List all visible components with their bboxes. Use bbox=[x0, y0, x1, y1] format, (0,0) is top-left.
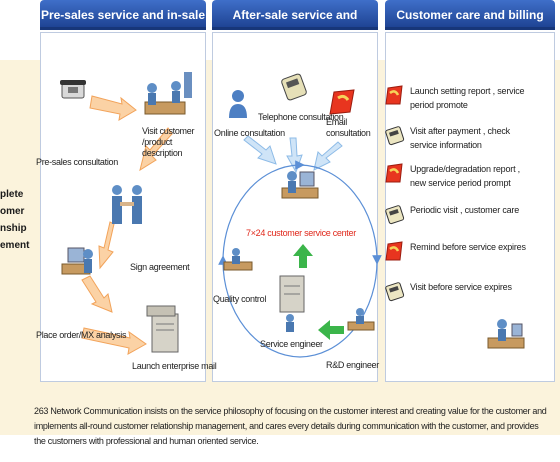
care-item-6: Visit before service expires bbox=[384, 280, 534, 302]
rd-engineer-label: R&D engineer bbox=[326, 360, 379, 370]
footer-description: 263 Network Communication insists on the… bbox=[34, 406, 547, 446]
sign-agreement-label: Sign agreement bbox=[130, 262, 190, 272]
side-title-line-2: omer bbox=[0, 206, 25, 217]
email-icon bbox=[329, 89, 355, 115]
service-center-agent-icon bbox=[281, 171, 319, 199]
care-agent-desk-icon bbox=[487, 319, 525, 349]
launch-mail-label: Launch enterprise mail bbox=[132, 361, 217, 371]
green-up-arrow-icon bbox=[293, 244, 313, 268]
handshake-people-icon bbox=[112, 185, 142, 224]
side-title-line-1: plete bbox=[0, 189, 24, 200]
telephone-icon bbox=[385, 205, 405, 225]
online-consultation-label: Online consultation bbox=[214, 128, 285, 138]
care-item-1: Launch setting report , service period p… bbox=[384, 84, 534, 112]
telephone-consultation-label: Telephone consultation bbox=[258, 112, 344, 122]
place-order-label: Place order/MX analysis bbox=[36, 330, 127, 340]
column-customer-care bbox=[385, 32, 555, 382]
red-document-icon bbox=[385, 163, 403, 183]
care-item-3-text: Upgrade/degradation report , new service… bbox=[410, 164, 520, 188]
care-item-4-text: Periodic visit , customer care bbox=[410, 205, 520, 215]
telephone-icon bbox=[281, 73, 307, 101]
telephone-icon bbox=[385, 126, 405, 146]
red-document-icon bbox=[385, 85, 403, 105]
person-icon bbox=[229, 90, 247, 118]
presales-flow-arrows bbox=[81, 95, 173, 355]
server-icon bbox=[146, 305, 179, 353]
consultation-blue-arrows bbox=[243, 135, 343, 174]
red-document-icon bbox=[385, 241, 403, 261]
care-item-6-text: Visit before service expires bbox=[410, 282, 512, 292]
green-left-arrow-icon bbox=[318, 320, 344, 340]
visit-customer-label: Visit customer /product description bbox=[142, 126, 195, 158]
service-engineer-label: Service engineer bbox=[260, 339, 323, 349]
service-center-label: 7×24 customer service center bbox=[246, 228, 356, 238]
care-item-4: Periodic visit , customer care bbox=[384, 203, 534, 225]
care-item-2-text: Visit after payment , check service info… bbox=[410, 126, 510, 150]
care-item-1-text: Launch setting report , service period p… bbox=[410, 86, 525, 110]
rd-engineer-icon bbox=[347, 308, 375, 331]
quality-control-agent-icon bbox=[223, 248, 253, 271]
telephone-icon bbox=[385, 282, 405, 302]
care-item-5-text: Remind before service expires bbox=[410, 242, 526, 252]
email-consultation-label: Email consultation bbox=[326, 117, 371, 138]
header-aftersale: After-sale service and guarantee bbox=[212, 0, 378, 52]
side-title-line-3: nship bbox=[0, 223, 27, 234]
header-customer-care: Customer care and billing bbox=[385, 0, 555, 30]
workstation-icon bbox=[61, 247, 93, 275]
telephone-icon bbox=[60, 80, 86, 99]
side-title-line-4: ement bbox=[0, 240, 30, 251]
quality-control-label: Quality control bbox=[213, 294, 267, 304]
care-item-2: Visit after payment , check service info… bbox=[384, 124, 534, 152]
meeting-people-icon bbox=[144, 72, 192, 115]
presales-consultation-label: Pre-sales consultation bbox=[36, 157, 118, 167]
care-item-5: Remind before service expires bbox=[384, 240, 534, 262]
header-presales: Pre-sales service and in-sale service bbox=[40, 0, 206, 52]
server-engineer-icon bbox=[279, 275, 305, 332]
care-item-3: Upgrade/degradation report , new service… bbox=[384, 162, 534, 190]
